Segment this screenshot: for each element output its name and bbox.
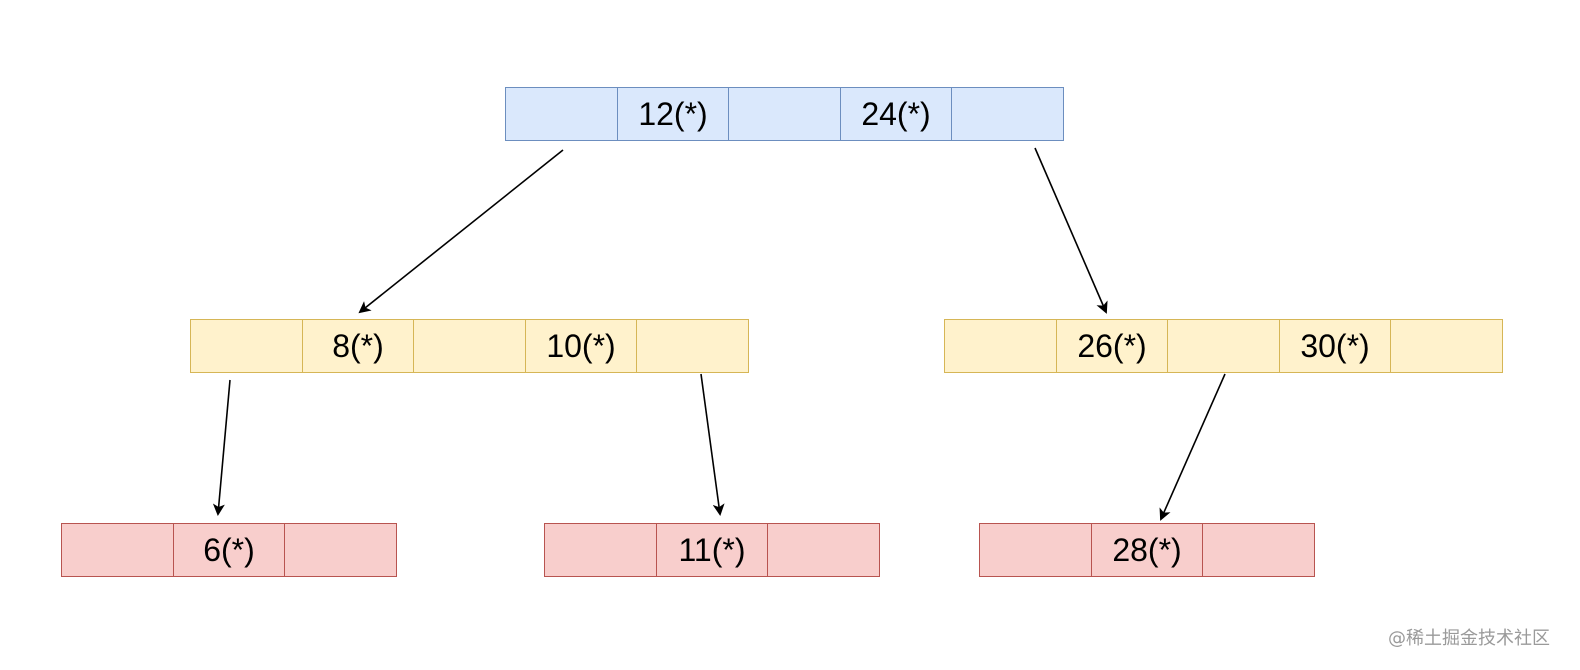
edge-mid-left-to-leaf-2 [700, 373, 725, 516]
edge-root-to-mid-right [1034, 147, 1108, 314]
mid-right-pointer-1 [1167, 319, 1280, 373]
root-key-24: 24(*) [839, 87, 953, 141]
mid-right-key-26: 26(*) [1055, 319, 1169, 373]
mid-left-node: 8(*) 10(*) [190, 319, 749, 373]
root-pointer-1 [728, 87, 841, 141]
mid-right-node: 26(*) 30(*) [944, 319, 1503, 373]
leaf-1-pointer-0 [61, 523, 174, 577]
leaf-2-pointer-1 [767, 523, 880, 577]
mid-left-key-10: 10(*) [524, 319, 638, 373]
leaf-node-3: 28(*) [979, 523, 1315, 577]
edge-root-to-mid-left [358, 149, 564, 314]
mid-left-key-8: 8(*) [301, 319, 415, 373]
edge-mid-left-to-leaf-1 [212, 379, 231, 516]
leaf-3-pointer-1 [1202, 523, 1315, 577]
root-node: 12(*) 24(*) [505, 87, 1064, 141]
leaf-2-key-11: 11(*) [655, 523, 769, 577]
mid-right-pointer-0 [944, 319, 1057, 373]
root-pointer-2 [951, 87, 1064, 141]
mid-right-key-30: 30(*) [1278, 319, 1392, 373]
mid-left-pointer-0 [190, 319, 303, 373]
leaf-1-key-6: 6(*) [172, 523, 286, 577]
root-key-12: 12(*) [616, 87, 730, 141]
leaf-3-pointer-0 [979, 523, 1092, 577]
mid-left-pointer-1 [413, 319, 526, 373]
leaf-2-pointer-0 [544, 523, 657, 577]
watermark-text: @稀土掘金技术社区 [1388, 628, 1550, 649]
mid-right-pointer-2 [1390, 319, 1503, 373]
leaf-3-key-28: 28(*) [1090, 523, 1204, 577]
root-pointer-0 [505, 87, 618, 141]
edge-mid-right-to-leaf-3 [1159, 373, 1226, 521]
leaf-node-1: 6(*) [61, 523, 397, 577]
leaf-node-2: 11(*) [544, 523, 880, 577]
mid-left-pointer-2 [636, 319, 749, 373]
leaf-1-pointer-1 [284, 523, 397, 577]
